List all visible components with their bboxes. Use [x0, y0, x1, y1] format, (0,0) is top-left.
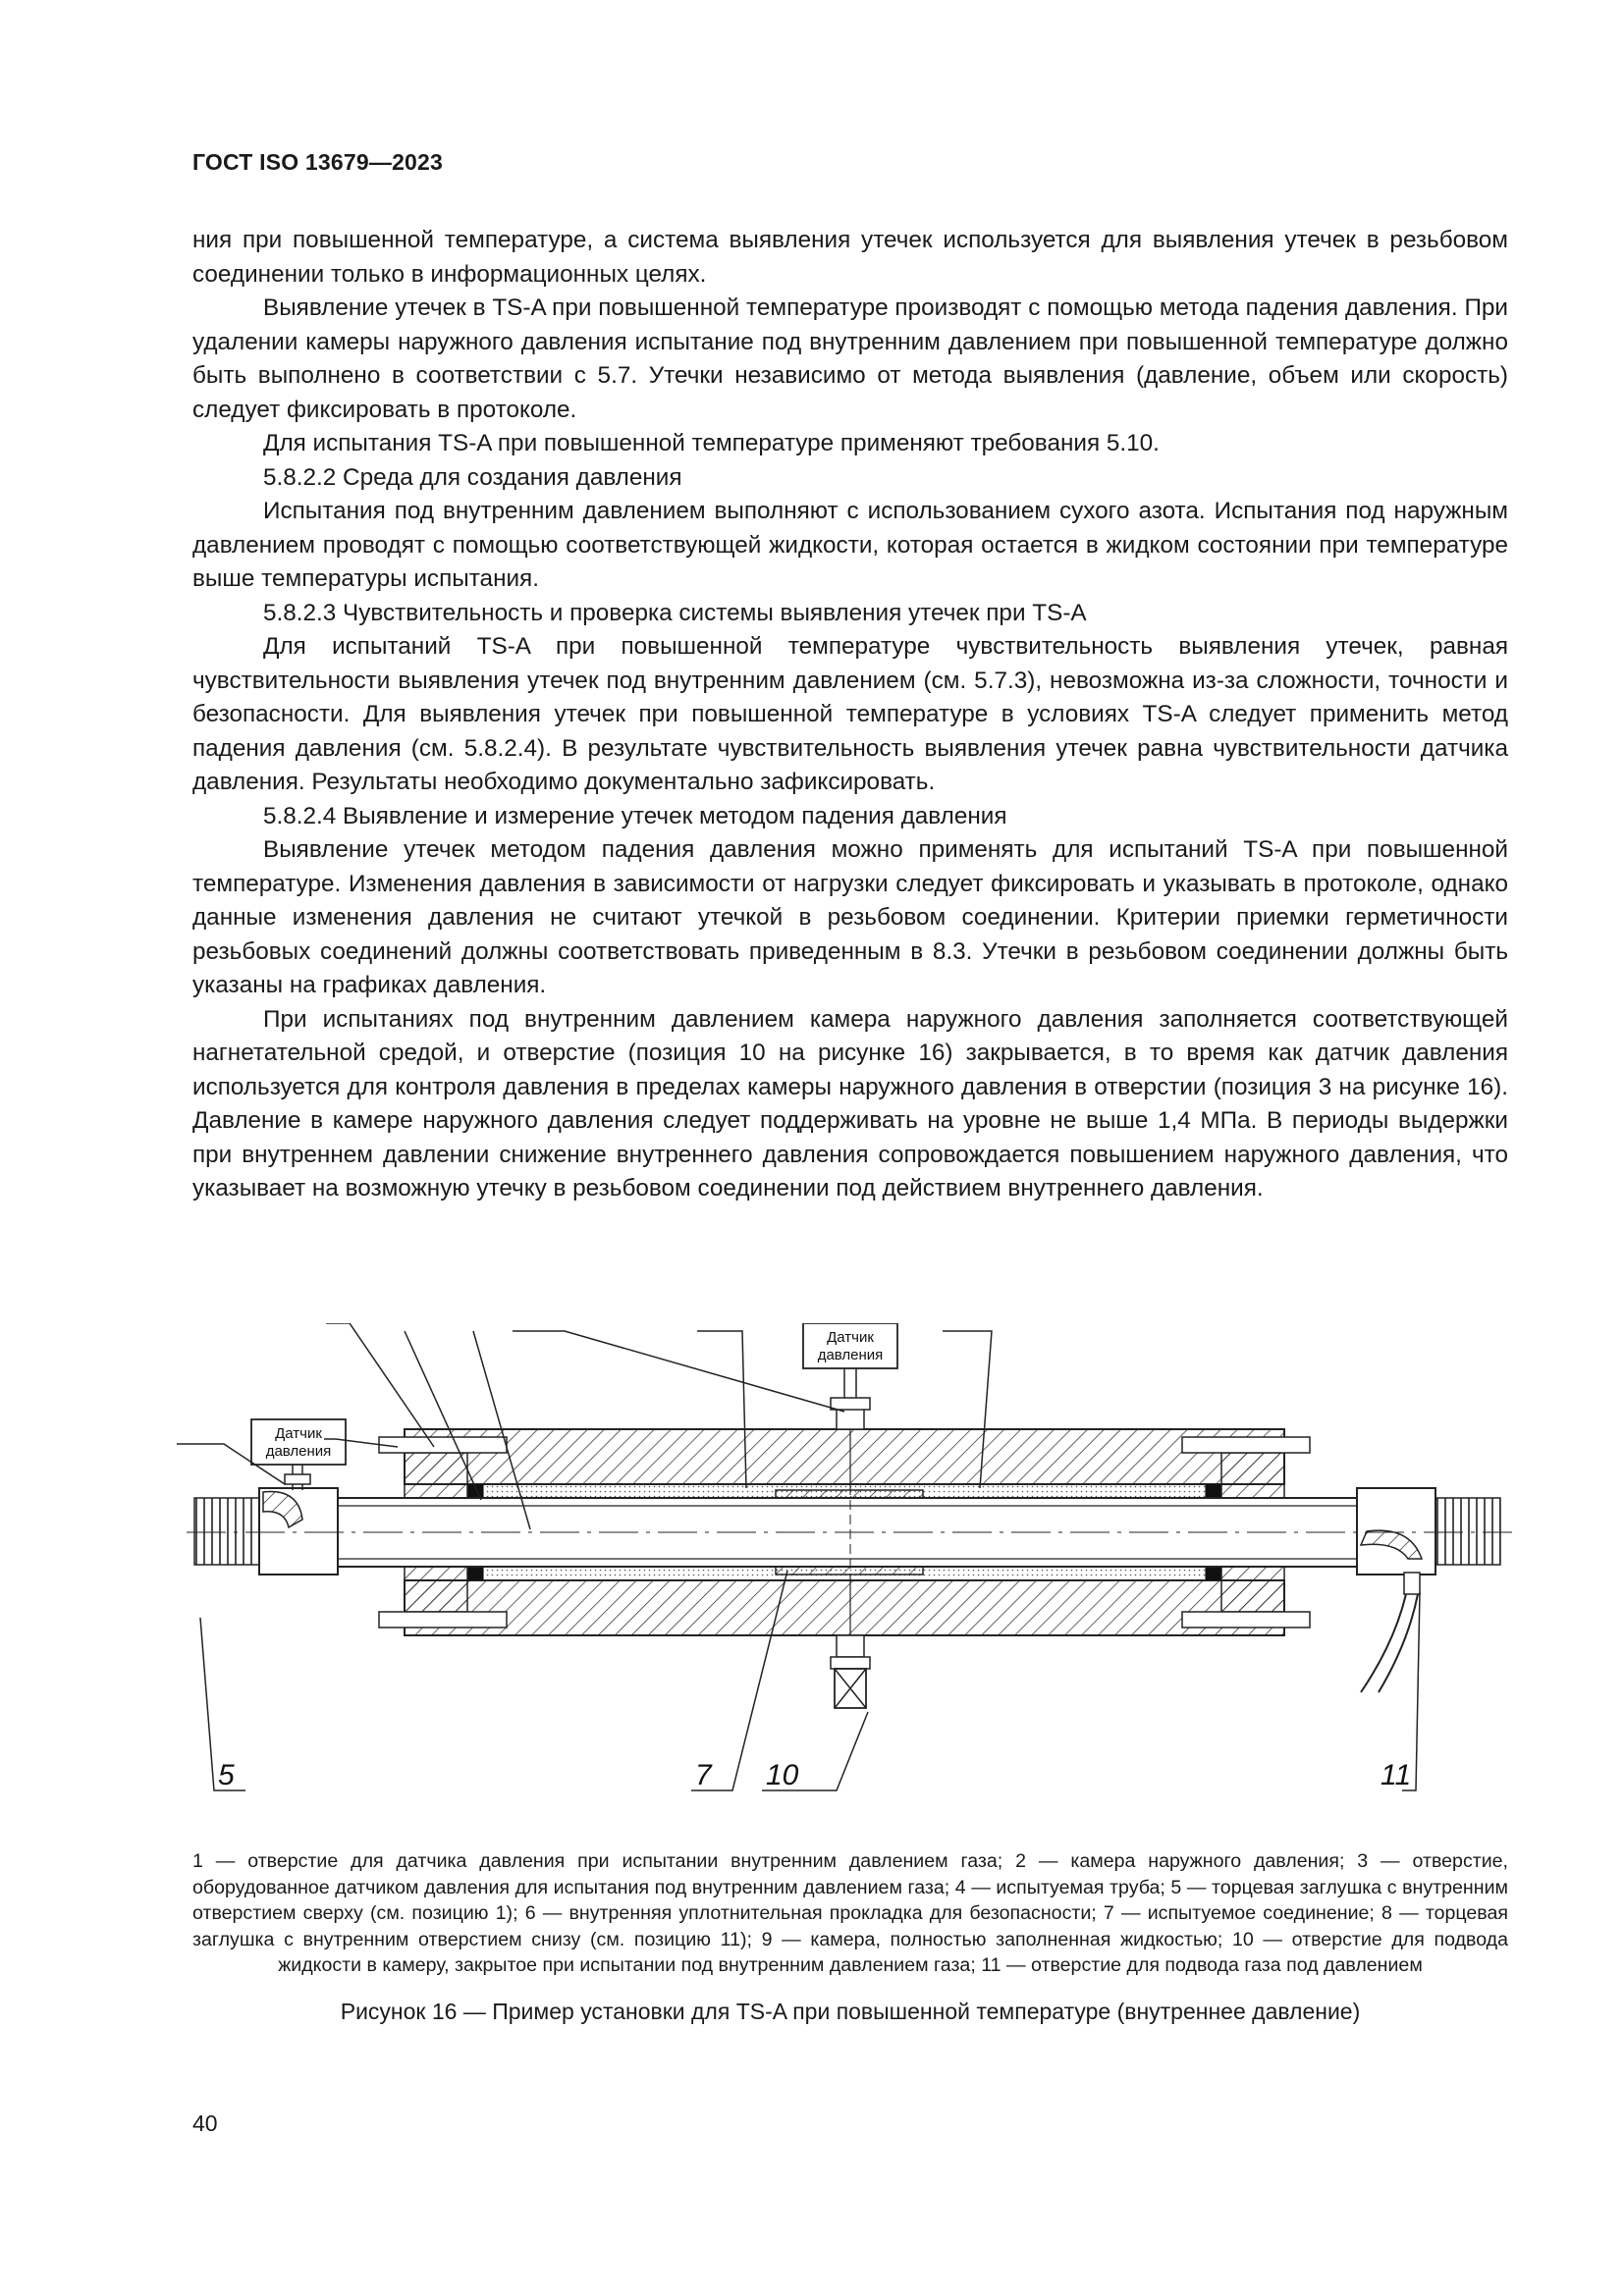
seal: [1206, 1484, 1221, 1498]
document-header: ГОСТ ISO 13679—2023: [192, 149, 444, 175]
paragraph: Выявление утечек в TS-A при повышенной т…: [192, 294, 1508, 423]
test-coupling-bottom: [775, 1566, 924, 1575]
outer-chamber-top: [404, 1428, 1285, 1485]
position-label: 10: [766, 1759, 799, 1791]
bolt: [1181, 1436, 1311, 1454]
paragraph: Выявление утечек методом падения давлени…: [192, 836, 1508, 998]
position-label: 5: [218, 1759, 235, 1791]
test-coupling-top: [775, 1489, 924, 1499]
paragraph: При испытаниях под внутренним давлением …: [192, 1005, 1508, 1202]
bolt: [1181, 1611, 1311, 1629]
section-heading: 5.8.2.2 Среда для создания давления: [263, 463, 682, 491]
bolt: [378, 1611, 508, 1629]
bolt: [378, 1436, 508, 1454]
position-label: 7: [695, 1759, 713, 1791]
position-label: 11: [1380, 1759, 1411, 1791]
paragraph: Для испытания TS-A при повышенной темпер…: [263, 430, 1160, 456]
paragraph: ния при повышенной температуре, а систем…: [192, 227, 1508, 288]
page-number: 40: [192, 2110, 218, 2136]
paragraph: Для испытаний TS-A при повышенной темпер…: [192, 633, 1508, 795]
sensor-label-line1: Датчик: [275, 1425, 322, 1442]
paragraph: Испытания под внутренним давлением выпол…: [192, 498, 1508, 592]
legend-text: 1 — отверстие для датчика давления при и…: [192, 1850, 1508, 1976]
outer-chamber-bottom: [404, 1579, 1285, 1636]
pressure-sensor-left: [250, 1418, 347, 1466]
seal: [1206, 1567, 1221, 1580]
figure-caption: Рисунок 16 — Пример установки для TS-A п…: [340, 1999, 1361, 2024]
body-text: ния при повышенной температуре, а систем…: [192, 224, 1508, 1206]
thread-right: [1435, 1497, 1501, 1566]
section-heading: 5.8.2.4 Выявление и измерение утечек мет…: [263, 802, 1007, 829]
thread-left: [193, 1497, 260, 1566]
sensor-label-line1: Датчик: [827, 1329, 874, 1346]
sensor-label-line2: давления: [266, 1443, 332, 1460]
figure-legend: 1 — отверстие для датчика давления при и…: [192, 1848, 1508, 1979]
sensor-label-line2: давления: [818, 1347, 884, 1363]
figure-16-diagram: Датчик давления Датчик давления 1 2 4 6 …: [177, 1323, 1522, 1830]
pressure-sensor-top: [802, 1323, 898, 1369]
section-heading: 5.8.2.3 Чувствительность и проверка сист…: [263, 599, 1087, 626]
seal: [467, 1567, 483, 1580]
